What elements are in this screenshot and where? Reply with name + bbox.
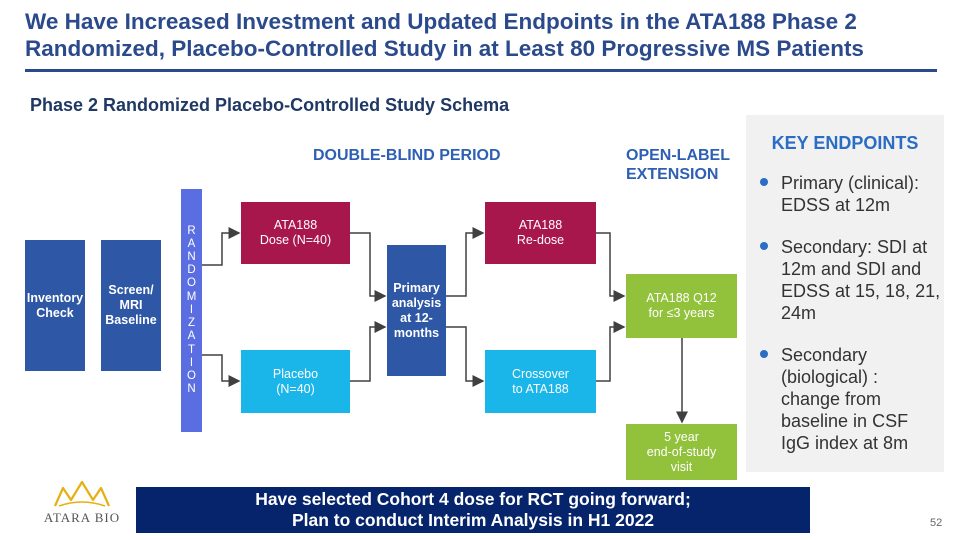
box-text: ATA188 bbox=[518, 218, 563, 232]
box-text: Placebo bbox=[272, 366, 319, 381]
bullet-icon bbox=[760, 178, 768, 186]
endpoint-text: Secondary (biological) : change from bas… bbox=[781, 345, 909, 453]
box-text: Baseline bbox=[105, 313, 157, 327]
arrow-crossover-to-q12 bbox=[596, 321, 626, 382]
box-text: Crossover bbox=[512, 366, 569, 381]
randomization-letter: O bbox=[187, 277, 196, 290]
logo-text: ATARA BIO bbox=[43, 510, 121, 525]
slide-subtitle: Phase 2 Randomized Placebo-Controlled St… bbox=[30, 95, 510, 115]
logo-crown-icon bbox=[53, 480, 111, 507]
key-endpoints-list: Primary (clinical): EDSS at 12m Secondar… bbox=[756, 172, 941, 474]
box-text: Re-dose bbox=[516, 233, 565, 247]
double-blind-period-label: DOUBLE-BLIND PERIOD bbox=[313, 147, 501, 164]
randomization-letter: O bbox=[187, 369, 196, 382]
endpoint-item: Secondary (biological) : change from bas… bbox=[756, 344, 941, 454]
arrow-to-dose bbox=[202, 227, 241, 266]
banner-line-2: Plan to conduct Interim Analysis in H1 2… bbox=[291, 510, 655, 530]
cohort-banner: Have selected Cohort 4 dose for RCT goin… bbox=[136, 487, 810, 533]
open-label-line: OPEN-LABEL bbox=[626, 147, 730, 164]
box-text: for ≤3 years bbox=[648, 306, 715, 320]
title-divider bbox=[25, 69, 937, 72]
arrow-redose-to-q12 bbox=[596, 232, 626, 302]
endpoint-item: Secondary: SDI at 12m and SDI and EDSS a… bbox=[756, 236, 941, 324]
box-text: Primary bbox=[393, 280, 440, 295]
bullet-icon bbox=[760, 350, 768, 358]
box-text: end-of-study bbox=[646, 444, 717, 459]
box-text: Check bbox=[36, 305, 74, 320]
atara-bio-logo: ATARA BIO bbox=[37, 480, 127, 530]
randomization-letter: N bbox=[187, 251, 196, 264]
randomization-letter: I bbox=[189, 356, 194, 369]
box-text: at 12- bbox=[400, 310, 433, 325]
arrow-placebo-to-primary bbox=[350, 321, 387, 382]
arrow-dose-to-primary bbox=[350, 232, 387, 302]
randomization-letter: I bbox=[189, 303, 194, 316]
arrow-primary-to-crossover bbox=[446, 326, 485, 387]
key-endpoints-title: KEY ENDPOINTS bbox=[771, 133, 919, 153]
endpoint-item: Primary (clinical): EDSS at 12m bbox=[756, 172, 941, 216]
arrow-primary-to-redose bbox=[446, 227, 485, 297]
box-text: months bbox=[393, 325, 440, 340]
slide-title: We Have Increased Investment and Updated… bbox=[25, 9, 864, 61]
box-text: analysis bbox=[391, 295, 442, 310]
randomization-letter: T bbox=[187, 343, 196, 356]
bullet-icon bbox=[760, 242, 768, 250]
randomization-letter: A bbox=[187, 330, 196, 343]
key-endpoints-panel: KEY ENDPOINTS Primary (clinical): EDSS a… bbox=[746, 115, 944, 472]
open-label-extension-label: OPEN-LABEL EXTENSION bbox=[626, 146, 730, 184]
box-text: Dose (N=40) bbox=[259, 233, 332, 247]
box-text: Screen/ bbox=[108, 283, 154, 297]
box-text: MRI bbox=[119, 298, 143, 312]
box-text: visit bbox=[670, 459, 693, 474]
box-text: to ATA188 bbox=[512, 381, 569, 396]
randomization-letter: D bbox=[187, 264, 196, 277]
endpoint-text: Primary (clinical): EDSS at 12m bbox=[781, 173, 920, 215]
placebo-box: Placebo(N=40) bbox=[241, 350, 350, 413]
extension-line: EXTENSION bbox=[626, 166, 719, 183]
randomization-letter: A bbox=[187, 237, 196, 250]
banner-line-1: Have selected Cohort 4 dose for RCT goin… bbox=[255, 489, 691, 509]
box-text: (N=40) bbox=[276, 381, 315, 396]
randomization-letter: Z bbox=[187, 317, 196, 330]
page-number: 52 bbox=[930, 517, 943, 529]
randomization-letter: R bbox=[187, 224, 196, 237]
randomization-letter: N bbox=[187, 383, 196, 396]
randomization-letter: M bbox=[186, 290, 197, 303]
box-text: Inventory bbox=[26, 290, 84, 305]
box-text: ATA188 Q12 bbox=[646, 291, 717, 305]
arrow-lines bbox=[202, 227, 688, 424]
box-text: ATA188 bbox=[273, 218, 318, 232]
arrow-to-placebo bbox=[202, 354, 241, 387]
box-text: 5 year bbox=[664, 429, 699, 444]
endpoint-text: Secondary: SDI at 12m and SDI and EDSS a… bbox=[781, 237, 941, 323]
